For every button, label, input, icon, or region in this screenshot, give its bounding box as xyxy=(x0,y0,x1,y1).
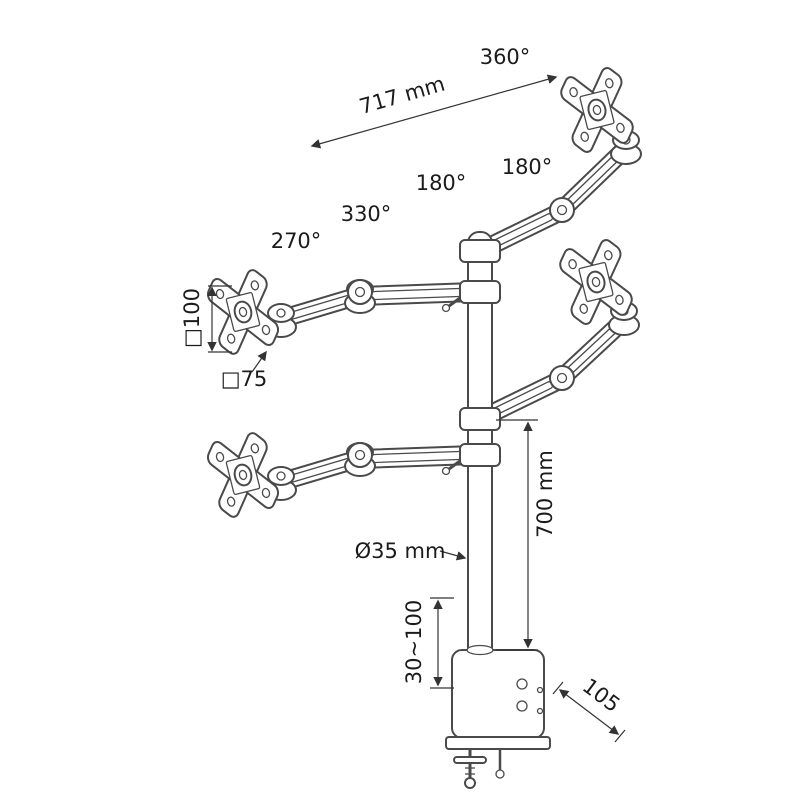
upper-left-arm xyxy=(177,235,476,389)
label-rotation-330: 330° xyxy=(341,202,392,226)
elbow-upper-right xyxy=(549,197,575,223)
pole-collar-3 xyxy=(460,408,500,430)
elbow-lower-right xyxy=(549,365,575,391)
leader-35 xyxy=(439,550,467,561)
label-vesa-100: □100 xyxy=(180,288,204,348)
clamp-screw-knob xyxy=(465,778,475,788)
dim-line-105 xyxy=(558,689,620,735)
label-rotation-180-left: 180° xyxy=(416,171,467,195)
pole-collar-1 xyxy=(460,240,500,262)
upper-right-arm xyxy=(471,33,665,261)
elbow-upper-left xyxy=(347,279,373,305)
elbow-lower-left xyxy=(347,442,373,468)
label-pole-diameter: Ø35 mm xyxy=(355,539,446,563)
label-rotation-180-right: 180° xyxy=(502,155,553,179)
clamp-foot xyxy=(446,737,550,749)
tension-key-lower xyxy=(448,459,461,471)
label-clamp-depth: 105 xyxy=(578,674,624,717)
label-rotation-270: 270° xyxy=(271,229,322,253)
tension-key-upper xyxy=(448,296,461,308)
label-pole-height: 700 mm xyxy=(533,450,557,538)
pole-socket xyxy=(467,646,493,655)
label-vesa-75: □75 xyxy=(221,367,268,391)
pole-collar-4 xyxy=(460,444,500,466)
clamp-knob-2 xyxy=(517,701,527,711)
pole-collar-2 xyxy=(460,281,500,303)
desk-clamp xyxy=(446,646,550,789)
dimension-lines xyxy=(207,74,626,743)
clamp-knob-1 xyxy=(517,679,527,689)
lower-left-arm xyxy=(177,398,476,552)
label-rotation-360: 360° xyxy=(480,45,531,69)
dimension-labels: 360° 717 mm 180° 180° 330° 270° □100 □75… xyxy=(180,45,624,717)
clamp-screw-handle xyxy=(454,757,486,763)
mount-pole xyxy=(443,232,501,702)
label-clamp-range: 30~100 xyxy=(402,600,426,684)
dim-line-717 xyxy=(310,74,558,149)
leader-75 xyxy=(251,350,267,373)
